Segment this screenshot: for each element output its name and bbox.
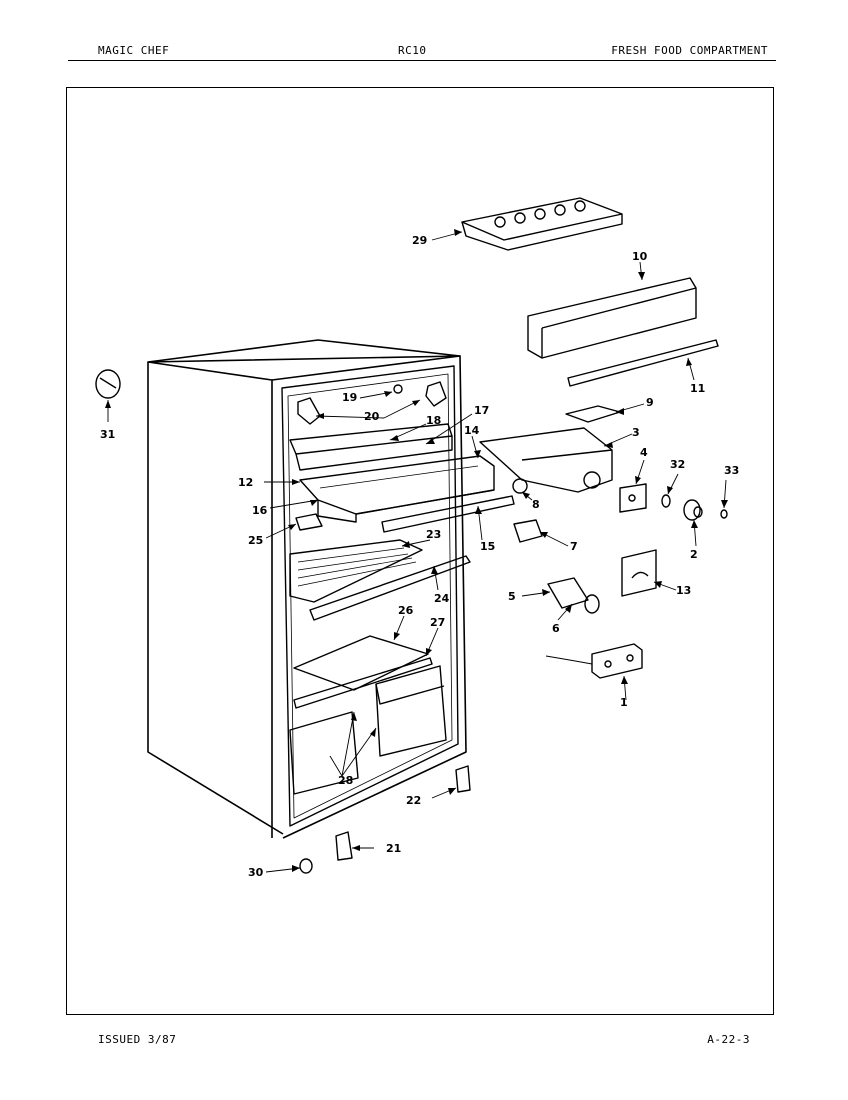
callout-14: 14 bbox=[464, 424, 480, 437]
upper-shelf bbox=[289, 423, 453, 471]
callout-33: 33 bbox=[724, 464, 739, 477]
dial-plate-4 bbox=[619, 483, 647, 513]
control-box bbox=[479, 427, 613, 493]
callout-labels: 1 2 3 4 5 6 7 8 9 10 11 12 13 14 15 16 1… bbox=[100, 234, 739, 879]
callout-9: 9 bbox=[646, 396, 654, 409]
trim-strip-15 bbox=[381, 495, 515, 533]
trim-strip-11 bbox=[567, 339, 719, 387]
plate-9 bbox=[565, 405, 621, 423]
page-code: A-22-3 bbox=[707, 1033, 750, 1046]
hinge-22 bbox=[455, 765, 471, 793]
callout-1: 1 bbox=[620, 696, 628, 709]
hinge-21 bbox=[335, 831, 353, 861]
callout-24: 24 bbox=[434, 592, 450, 605]
leveler-30 bbox=[299, 858, 313, 874]
section-title: FRESH FOOD COMPARTMENT bbox=[611, 44, 768, 57]
cabinet-outline bbox=[147, 339, 467, 839]
knob-8 bbox=[512, 478, 528, 494]
callout-17: 17 bbox=[474, 404, 489, 417]
crisper-drawers bbox=[289, 665, 447, 795]
callout-12: 12 bbox=[238, 476, 253, 489]
callout-13: 13 bbox=[676, 584, 691, 597]
wire-shelf bbox=[289, 539, 423, 603]
callout-21: 21 bbox=[386, 842, 401, 855]
diagram-frame bbox=[66, 87, 774, 1015]
callout-29: 29 bbox=[412, 234, 427, 247]
callout-15: 15 bbox=[480, 540, 495, 553]
header-rule bbox=[68, 60, 776, 61]
callout-25: 25 bbox=[248, 534, 263, 547]
callout-3: 3 bbox=[632, 426, 640, 439]
brand-name: MAGIC CHEF bbox=[98, 44, 170, 57]
bracket-13 bbox=[621, 549, 657, 597]
glass-shelf bbox=[293, 635, 433, 709]
callout-19: 19 bbox=[342, 391, 357, 404]
switch-7 bbox=[513, 519, 543, 543]
callout-22: 22 bbox=[406, 794, 421, 807]
callout-8: 8 bbox=[532, 498, 540, 511]
callout-30: 30 bbox=[248, 866, 264, 879]
callout-16: 16 bbox=[252, 504, 268, 517]
callout-11: 11 bbox=[690, 382, 705, 395]
lamp-socket bbox=[547, 577, 600, 614]
callout-6: 6 bbox=[552, 622, 560, 635]
callout-18: 18 bbox=[426, 414, 441, 427]
issued-date: ISSUED 3/87 bbox=[98, 1033, 177, 1046]
leader-arrowheads bbox=[105, 229, 728, 872]
callout-5: 5 bbox=[508, 590, 516, 603]
callout-23: 23 bbox=[426, 528, 441, 541]
light-sockets bbox=[297, 381, 447, 425]
shelf-bracket bbox=[295, 513, 323, 531]
shelf-trim-24 bbox=[309, 555, 471, 621]
front-panel bbox=[527, 277, 697, 359]
cap-31 bbox=[95, 369, 121, 399]
callout-32: 32 bbox=[670, 458, 685, 471]
callout-2: 2 bbox=[690, 548, 698, 561]
ice-tray bbox=[461, 197, 623, 251]
callout-28: 28 bbox=[338, 774, 353, 787]
callout-4: 4 bbox=[640, 446, 648, 459]
callout-26: 26 bbox=[398, 604, 414, 617]
model-number: RC10 bbox=[398, 44, 427, 57]
thermostat-1 bbox=[545, 643, 643, 679]
callout-10: 10 bbox=[632, 250, 648, 263]
callout-31: 31 bbox=[100, 428, 115, 441]
knob-assembly bbox=[661, 494, 728, 521]
callout-20: 20 bbox=[364, 410, 380, 423]
callout-7: 7 bbox=[570, 540, 578, 553]
callout-27: 27 bbox=[430, 616, 445, 629]
